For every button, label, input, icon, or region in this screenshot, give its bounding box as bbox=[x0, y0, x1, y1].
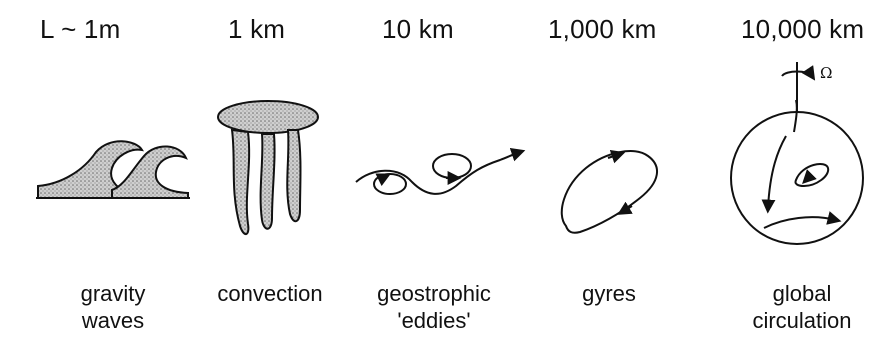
caption-line: 'eddies' bbox=[364, 307, 504, 334]
globe-icon bbox=[731, 62, 863, 244]
rotation-symbol: Ω bbox=[820, 64, 832, 82]
wave-icon bbox=[36, 141, 190, 198]
caption-geostrophic-eddies: geostrophic 'eddies' bbox=[364, 280, 504, 334]
caption-convection: convection bbox=[206, 280, 334, 307]
caption-line: convection bbox=[206, 280, 334, 307]
caption-line: geostrophic bbox=[364, 280, 504, 307]
caption-gyres: gyres bbox=[564, 280, 654, 307]
convection-icon bbox=[218, 101, 318, 234]
gyre-icon bbox=[562, 151, 657, 233]
caption-line: gyres bbox=[564, 280, 654, 307]
caption-line: circulation bbox=[742, 307, 862, 334]
caption-gravity-waves: gravity waves bbox=[58, 280, 168, 334]
caption-line: gravity bbox=[58, 280, 168, 307]
caption-line: waves bbox=[58, 307, 168, 334]
caption-global-circulation: global circulation bbox=[742, 280, 862, 334]
caption-line: global bbox=[742, 280, 862, 307]
eddies-icon bbox=[356, 152, 520, 194]
